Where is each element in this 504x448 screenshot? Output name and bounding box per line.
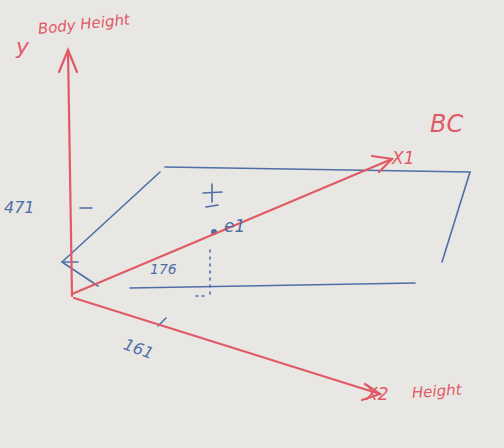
axis-label: BC <box>430 112 463 136</box>
axis-label: Body Height <box>37 12 130 37</box>
axis-label: Height <box>411 383 462 401</box>
value-label: 471 <box>4 200 35 216</box>
plane <box>62 167 470 326</box>
axis-label: X2 <box>366 386 388 403</box>
axes <box>59 50 392 400</box>
value-label: 176 <box>150 262 177 276</box>
value-label: 161 <box>121 336 155 361</box>
axis-label: y <box>16 36 29 58</box>
point-label: e1 <box>224 218 245 235</box>
axis-label: X1 <box>392 150 414 167</box>
